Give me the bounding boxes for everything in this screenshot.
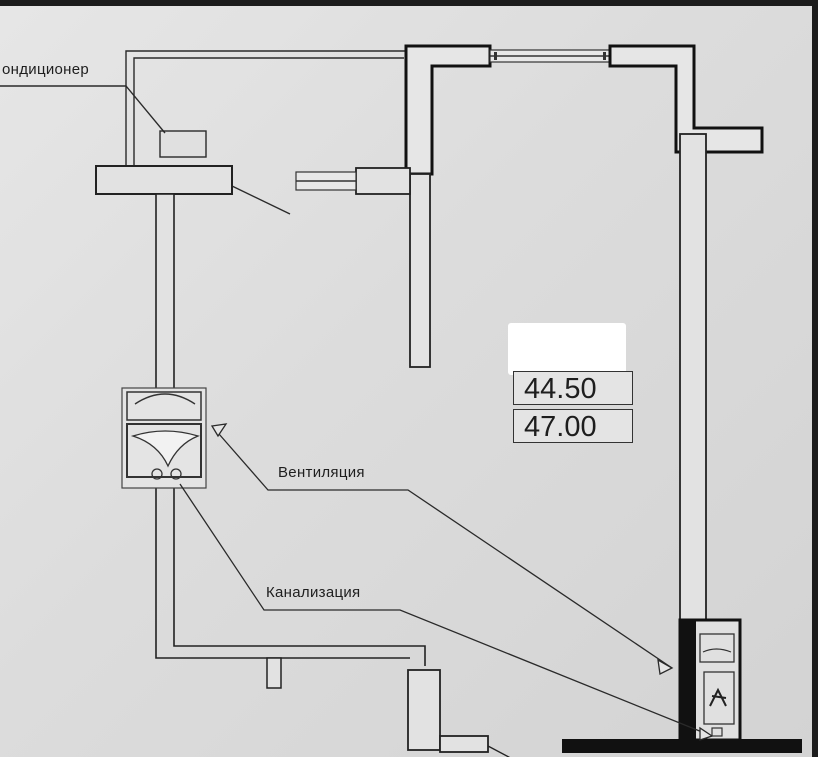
bathroom-block bbox=[678, 618, 742, 742]
upper-wall-column bbox=[409, 173, 431, 368]
right-wall bbox=[679, 133, 707, 621]
sewage-leader bbox=[179, 483, 713, 737]
bottom-wall-stub bbox=[439, 735, 489, 753]
sewage-arrow-end bbox=[699, 726, 714, 741]
balcony-slab bbox=[95, 165, 233, 195]
bottom-leader bbox=[487, 745, 511, 757]
left-wall-lower bbox=[155, 488, 410, 659]
total-area-value: 47.00 bbox=[513, 409, 633, 443]
bottom-slab bbox=[562, 739, 802, 753]
floor-plan-sheet: ондиционер Вентиляция Канализация 44.50 … bbox=[0, 6, 812, 757]
left-wall-lower-inner bbox=[173, 488, 426, 666]
top-outline bbox=[125, 50, 410, 166]
slab-leader bbox=[231, 185, 291, 215]
ventilation-leader bbox=[211, 425, 673, 669]
upper-wall-corner bbox=[404, 44, 492, 176]
upper-right-wall-corner bbox=[608, 44, 764, 154]
ventilation-arrow-end bbox=[657, 658, 674, 675]
bottom-wall-column bbox=[407, 669, 441, 751]
ventilation-arrow-start bbox=[210, 423, 228, 438]
top-outline-inner bbox=[133, 57, 404, 166]
left-wall bbox=[155, 193, 175, 390]
top-window bbox=[489, 49, 611, 63]
living-area-value: 44.50 bbox=[513, 371, 633, 405]
upper-wall-stub bbox=[355, 167, 411, 195]
air-conditioner-unit bbox=[159, 130, 207, 158]
redacted-block bbox=[508, 323, 626, 375]
floor-plan-drawing bbox=[0, 44, 802, 757]
small-window bbox=[295, 171, 357, 191]
sewage-label: Канализация bbox=[266, 584, 361, 601]
ventilation-label: Вентиляция bbox=[278, 464, 365, 481]
conditioner-leader bbox=[125, 85, 166, 134]
kitchen-block bbox=[121, 387, 207, 489]
wall-stub bbox=[266, 657, 282, 689]
conditioner-label: ондиционер bbox=[2, 61, 90, 78]
